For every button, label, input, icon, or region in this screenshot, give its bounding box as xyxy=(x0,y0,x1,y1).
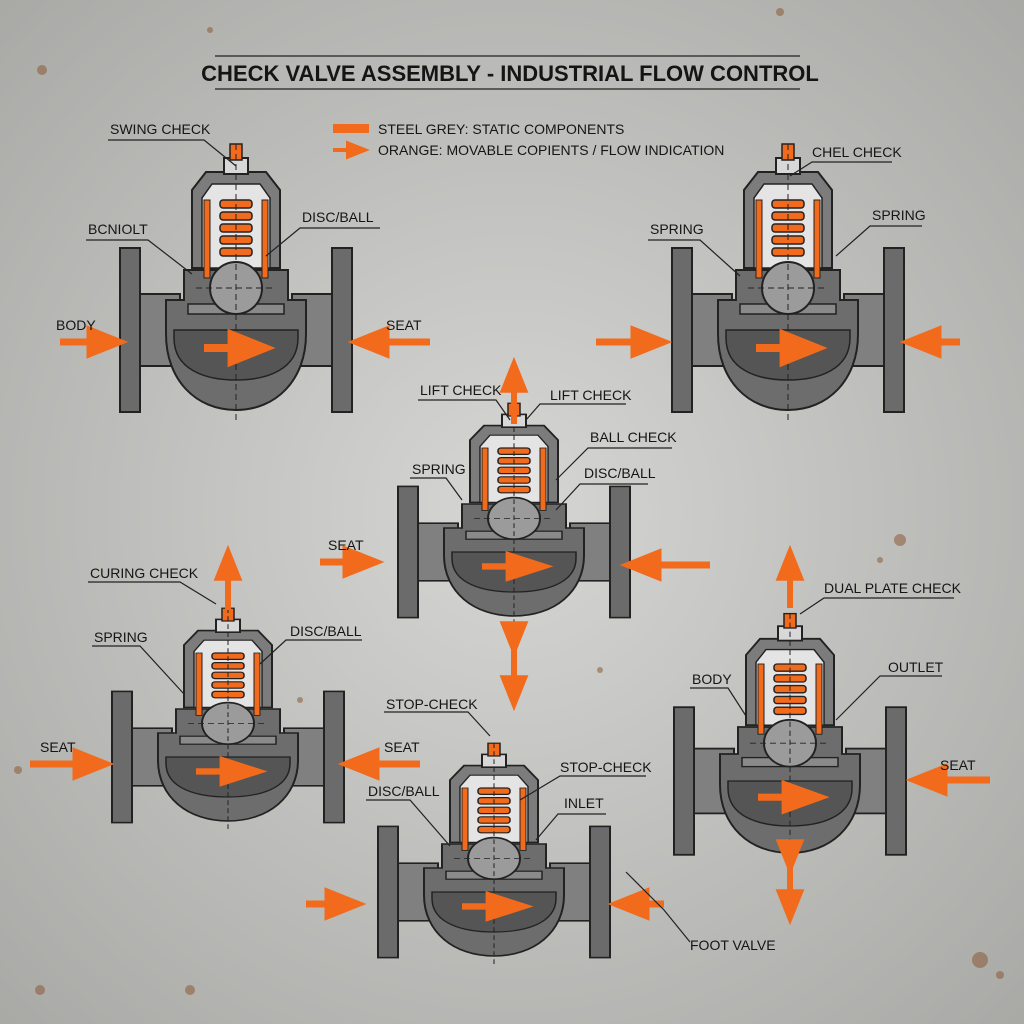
label-curing-check: CURING CHECK xyxy=(90,565,199,581)
label-lift-check-left: LIFT CHECK xyxy=(420,382,502,398)
label-inlet: INLET xyxy=(564,795,604,811)
label-outlet: OUTLET xyxy=(888,659,944,675)
valve-bottom: STOP-CHECK STOP-CHECK DISC/BALL INLET FO… xyxy=(306,696,776,964)
valve-right: DUAL PLATE CHECK BODY OUTLET SEAT xyxy=(674,544,990,926)
label-body: BODY xyxy=(692,671,732,687)
valve-top-left: SWING CHECK BCNIOLT DISC/BALL BODY SEAT xyxy=(56,121,430,420)
label-lift-check-right: LIFT CHECK xyxy=(550,387,632,403)
rust-stains xyxy=(14,8,1004,995)
valve-top-right: CHEL CHECK SPRING SPRING xyxy=(596,144,960,420)
label-disc-ball: DISC/BALL xyxy=(368,783,440,799)
label-seat: SEAT xyxy=(328,537,364,553)
valve-center: LIFT CHECK LIFT CHECK BALL CHECK SPRING … xyxy=(320,356,710,712)
label-disc-ball: DISC/BALL xyxy=(584,465,656,481)
label-spring-left: SPRING xyxy=(650,221,704,237)
label-seat-left: SEAT xyxy=(40,739,76,755)
label-spring: SPRING xyxy=(412,461,466,477)
label-chel-check: CHEL CHECK xyxy=(812,144,902,160)
label-seat: SEAT xyxy=(940,757,976,773)
valve-left: CURING CHECK SPRING DISC/BALL SEAT SEAT xyxy=(30,544,420,829)
label-ball-check: BALL CHECK xyxy=(590,429,677,445)
legend: STEEL GREY: STATIC COMPONENTS ORANGE: MO… xyxy=(333,121,724,160)
legend-item-static: STEEL GREY: STATIC COMPONENTS xyxy=(378,121,624,137)
label-spring-right: SPRING xyxy=(872,207,926,223)
label-dual-plate-check: DUAL PLATE CHECK xyxy=(824,580,962,596)
legend-bar-symbol xyxy=(333,124,369,133)
label-swing-check: SWING CHECK xyxy=(110,121,211,137)
label-stop-check-top: STOP-CHECK xyxy=(386,696,478,712)
label-disc-ball: DISC/BALL xyxy=(290,623,362,639)
label-spring: SPRING xyxy=(94,629,148,645)
label-seat-right: SEAT xyxy=(384,739,420,755)
label-seat: SEAT xyxy=(386,317,422,333)
legend-item-movable: ORANGE: MOVABLE COPIENTS / FLOW INDICATI… xyxy=(378,142,724,158)
label-body: BODY xyxy=(56,317,96,333)
page-title: CHECK VALVE ASSEMBLY - INDUSTRIAL FLOW C… xyxy=(201,61,819,86)
label-foot-valve: FOOT VALVE xyxy=(690,937,776,953)
label-stop-check-right: STOP-CHECK xyxy=(560,759,652,775)
label-disc-ball: DISC/BALL xyxy=(302,209,374,225)
label-bonnet: BCNIOLT xyxy=(88,221,148,237)
